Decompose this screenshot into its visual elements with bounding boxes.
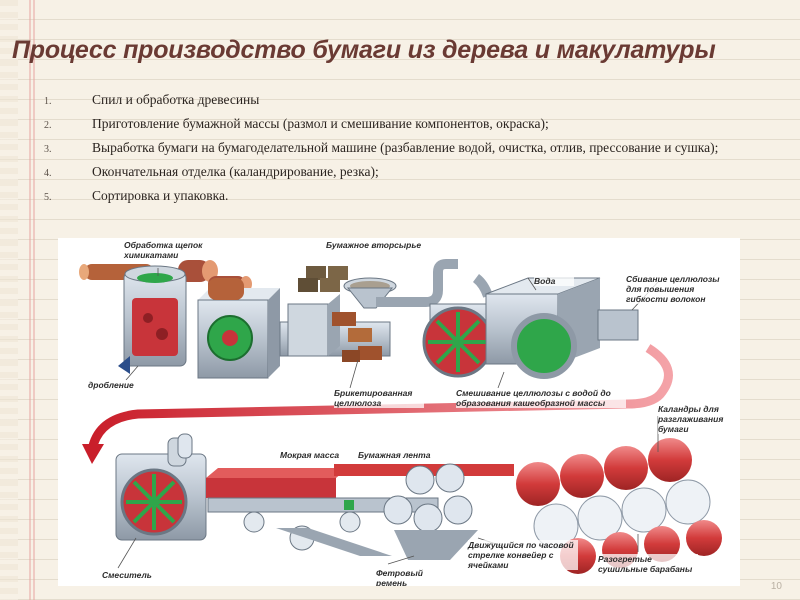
step-text: Приготовление бумажной массы (размол и с…	[92, 116, 549, 131]
label-mixer: Смеситель	[102, 570, 172, 580]
step-text: Сортировка и упаковка.	[92, 188, 229, 203]
label-fiber-beating: Сбивание целлюлозы для повышения гибкост…	[626, 274, 736, 304]
label-heated-dryers: Разогретые сушильные барабаны	[598, 554, 698, 574]
step-number: 1.	[44, 96, 52, 107]
calender-and-dryer-drums	[516, 438, 722, 574]
step-number: 3.	[44, 144, 52, 155]
paper-production-diagram: Обработка щепок химикатами Бумажное втор…	[58, 238, 740, 586]
label-conveyor: Движущийся по часовой стрелке конвейер с…	[468, 540, 578, 570]
step-number: 5.	[44, 192, 52, 203]
paper-web-rollers	[334, 463, 514, 560]
list-item: 2. Приготовление бумажной массы (размол …	[44, 116, 764, 133]
page-number: 10	[770, 581, 782, 592]
diagram-illustration	[79, 259, 722, 574]
step-text: Выработка бумаги на бумагоделательной ма…	[92, 140, 719, 155]
recycled-paper-bales	[298, 266, 348, 292]
crusher-box	[197, 278, 280, 379]
label-recycled-paper: Бумажное вторсырье	[326, 240, 436, 250]
slide-title: Процесс производство бумаги из дерева и …	[12, 36, 716, 64]
pulp-mixer-drums	[422, 277, 639, 379]
label-felt-belt: Фетровый ремень	[376, 568, 456, 586]
list-item: 5. Сортировка и упаковка.	[44, 188, 764, 205]
label-crushing: дробление	[88, 380, 148, 390]
label-briquetted-cellulose: Брикетированная целлюлоза	[334, 388, 424, 408]
chemical-tank	[118, 265, 187, 374]
label-mixing-with-water: Смешивание целлюлозы с водой до образова…	[456, 388, 626, 408]
funnel-and-pipe	[343, 259, 493, 309]
briquetted-cellulose-bricks	[332, 312, 382, 362]
bottom-mixer	[115, 433, 207, 541]
process-steps-list: 1. Спил и обработка древесины 2. Пригото…	[44, 92, 764, 212]
step-number: 4.	[44, 168, 52, 179]
step-text: Спил и обработка древесины	[92, 92, 260, 107]
label-calenders: Каландры для разглаживания бумаги	[658, 404, 738, 434]
step-text: Окончательная отделка (каландрирование, …	[92, 164, 379, 179]
label-water: Вода	[534, 276, 574, 286]
list-item: 1. Спил и обработка древесины	[44, 92, 764, 109]
list-item: 3. Выработка бумаги на бумагоделательной…	[44, 140, 764, 157]
process-flow-arrow	[82, 344, 673, 464]
label-wet-mass: Мокрая масса	[280, 450, 360, 460]
label-chips-treatment: Обработка щепок химикатами	[124, 240, 220, 260]
conveyor	[206, 468, 439, 556]
list-item: 4. Окончательная отделка (каландрировани…	[44, 164, 764, 181]
page-edge-decoration	[0, 0, 18, 600]
label-paper-web: Бумажная лента	[358, 450, 448, 460]
step-number: 2.	[44, 120, 52, 131]
